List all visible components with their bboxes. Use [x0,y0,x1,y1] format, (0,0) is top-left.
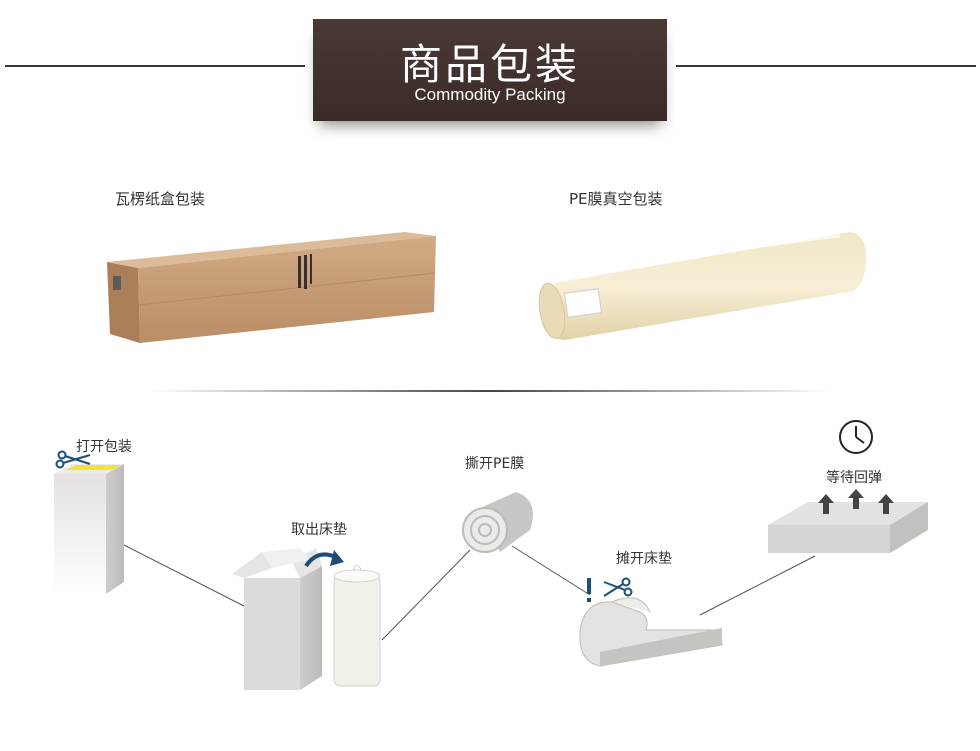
carton-box-image [107,232,436,343]
step-open-box-image [54,464,124,594]
up-arrows-icon [818,489,894,514]
step-tear-film-image [462,492,533,553]
exclamation-icon [587,578,591,602]
carton-package-label: 瓦楞纸盒包装 [115,190,206,208]
film-roll-image [538,232,867,340]
step-label-tear-film: 撕开PE膜 [465,456,525,472]
clock-icon [839,420,873,454]
section-divider [150,390,830,392]
curved-arrow-icon [304,550,344,568]
step-label-open: 打开包装 [76,439,132,455]
process-connector-lines [123,544,816,641]
step-label-take-out: 取出床垫 [291,522,347,538]
header-rule-left [5,65,305,67]
header-rule-right [676,65,976,67]
scissors-icon-2 [603,577,633,597]
title-banner: 商品包装 Commodity Packing [313,19,667,121]
step-unfold-image [579,597,723,667]
page-title: 商品包装 [399,40,580,89]
film-package-label: PE膜真空包装 [569,190,663,208]
step-take-out-image [232,548,381,690]
page-subtitle: Commodity Packing [414,85,566,104]
step-label-unfold: 摊开床垫 [616,551,672,567]
step-wait-rebound-image [768,502,928,553]
scissors-icon [55,450,91,469]
step-label-wait: 等待回弹 [826,470,882,486]
